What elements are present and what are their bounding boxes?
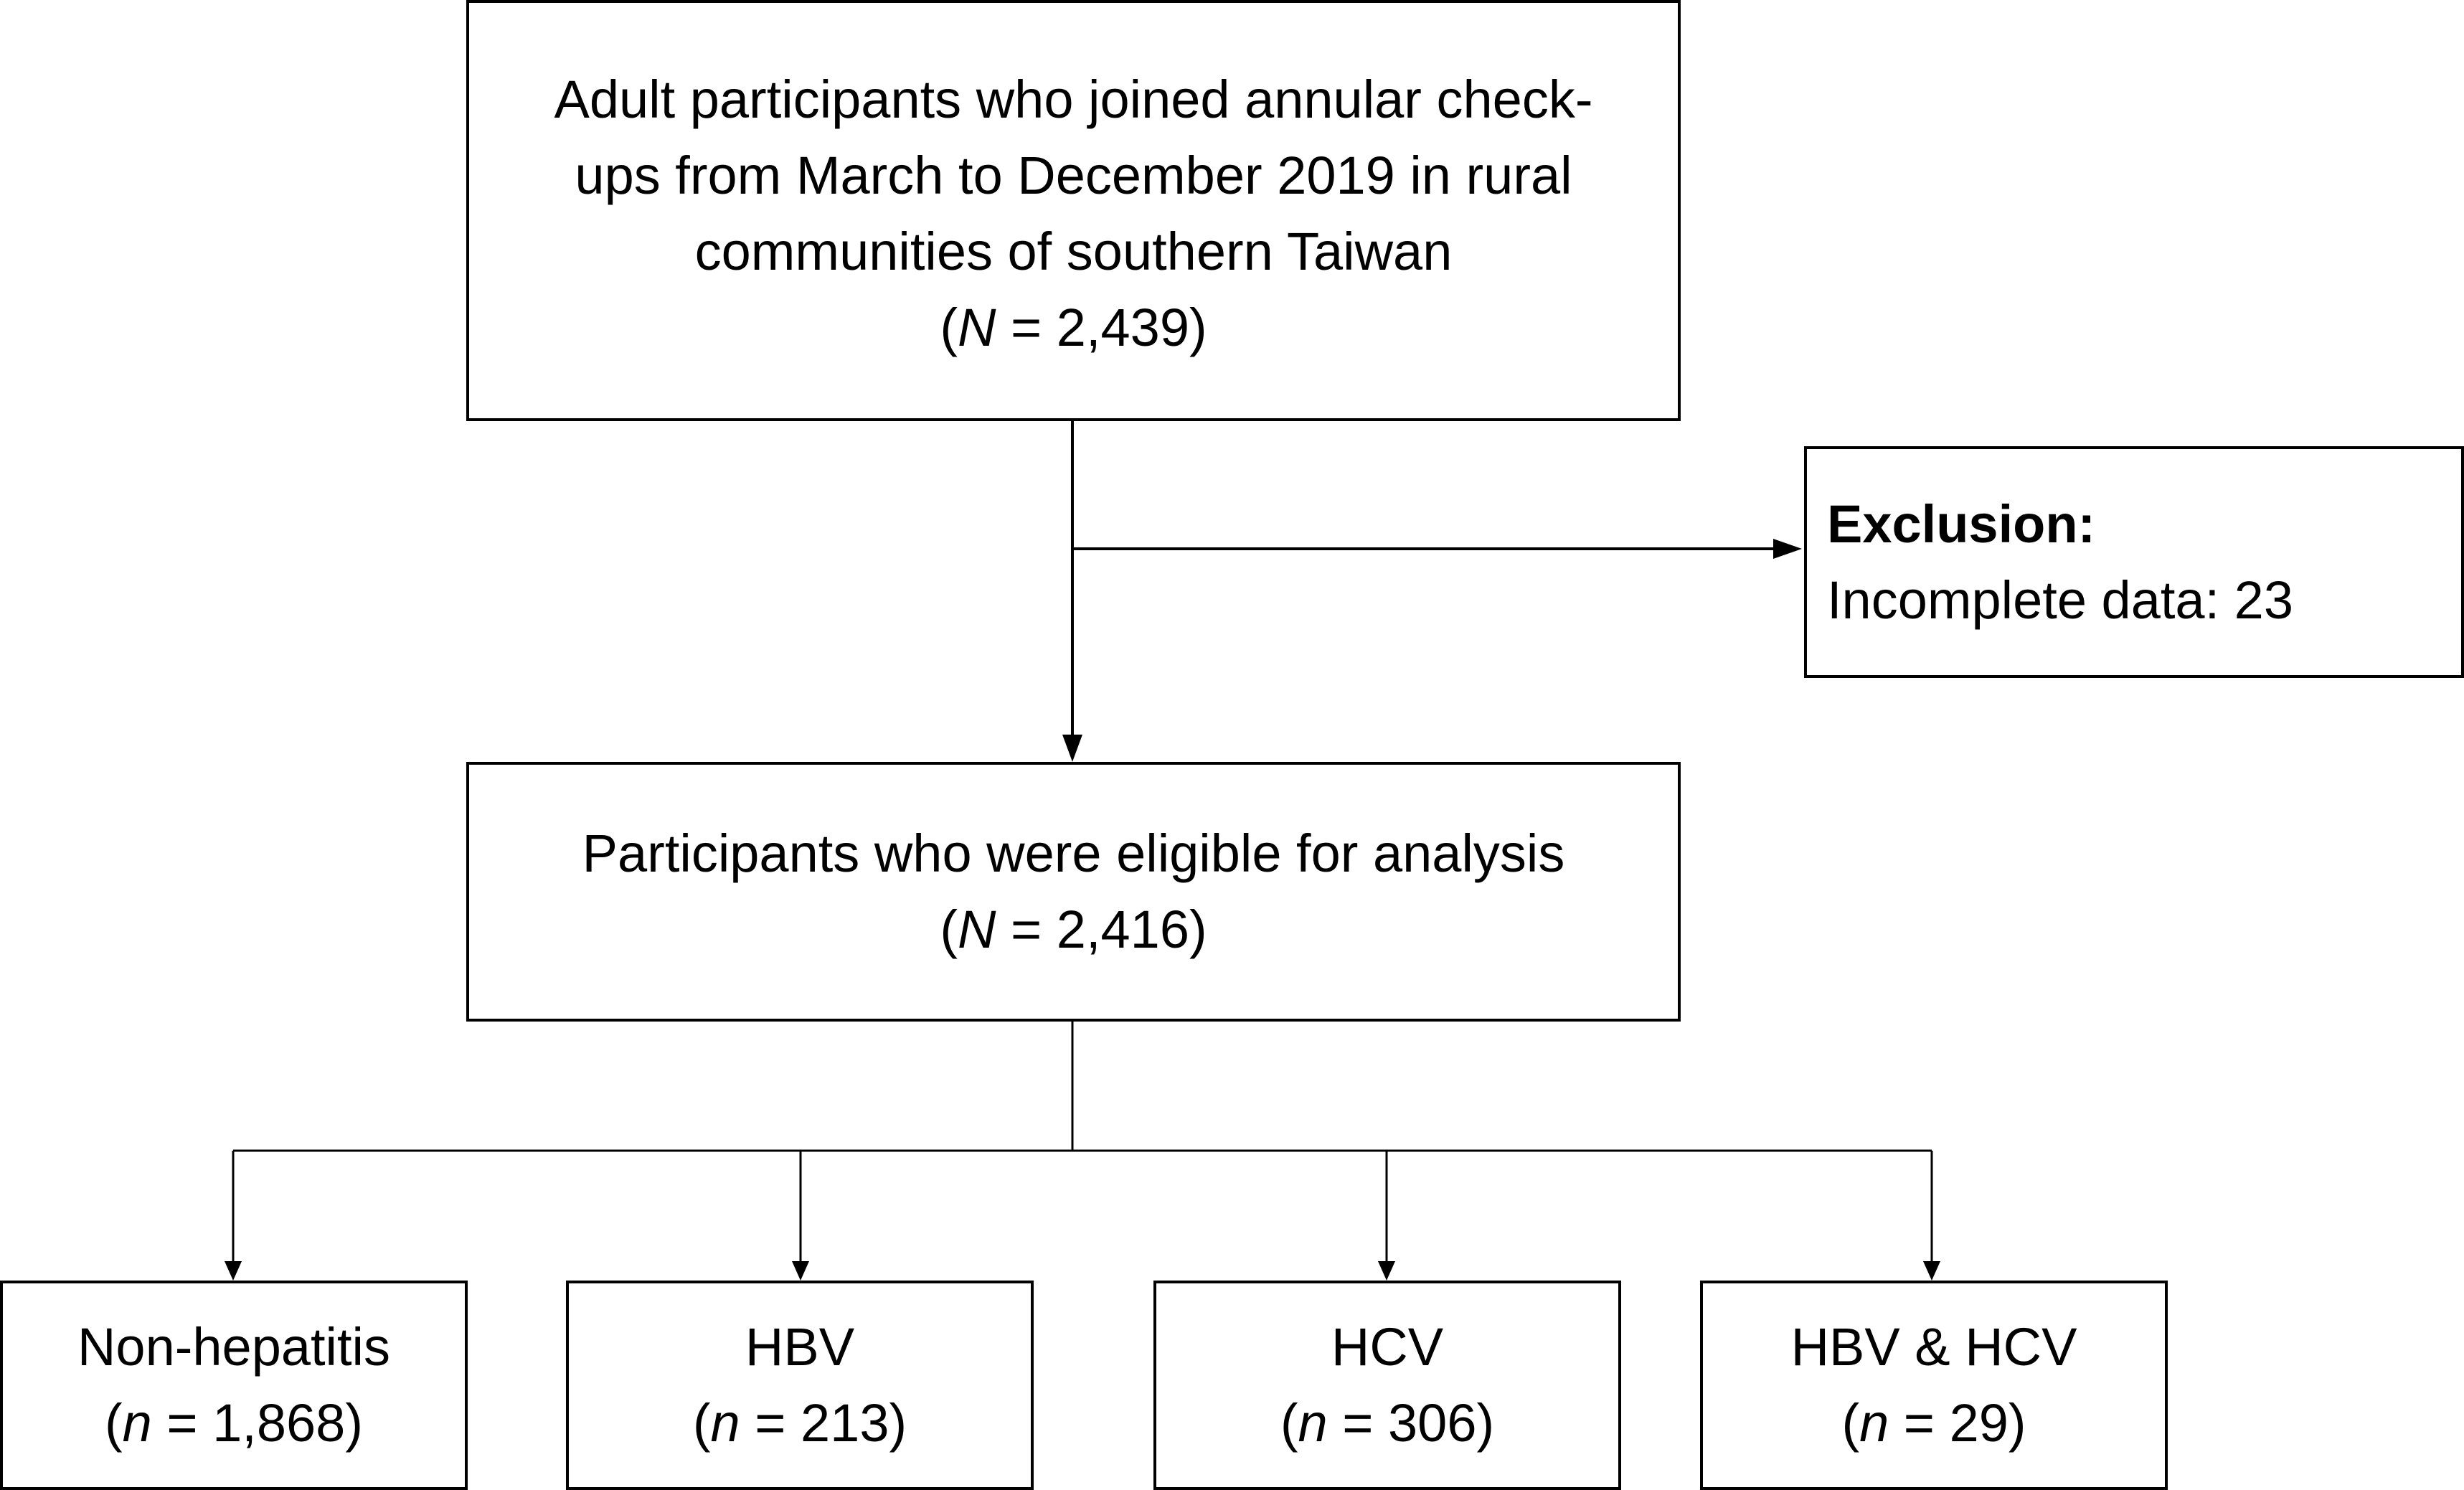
eligible-line: Participants who were eligible for analy… [582,824,1565,883]
arrowhead-hcv [1378,1261,1395,1281]
arrowhead-eligible [1062,735,1082,762]
count-value: = 2,416) [996,900,1207,959]
group-label: HCV [1331,1317,1444,1377]
count-prefix: ( [105,1393,123,1453]
count-prefix: ( [1280,1393,1298,1453]
group-count: (n = 1,868) [105,1385,363,1461]
count-symbol: N [958,900,996,959]
count-value: = 29) [1889,1393,2026,1453]
enrollment-box: Adult participants who joined annular ch… [466,0,1681,421]
group-box-hbv-hcv: HBV & HCV (n = 29) [1700,1281,2168,1490]
enrollment-line-3: communities of southern Taiwan [694,221,1453,281]
arrowhead-non-hepatitis [225,1261,242,1281]
group-count: (n = 306) [1280,1385,1494,1461]
arrowhead-hbv [792,1261,809,1281]
group-box-non-hepatitis: Non-hepatitis (n = 1,868) [0,1281,468,1490]
count-value: = 306) [1327,1393,1495,1453]
count-prefix: ( [1841,1393,1860,1453]
group-label: Non-hepatitis [77,1317,390,1377]
enrollment-line-2: ups from March to December 2019 in rural [575,145,1572,205]
group-box-hbv: HBV (n = 213) [566,1281,1034,1490]
eligible-box: Participants who were eligible for analy… [466,762,1681,1022]
count-value: = 1,868) [151,1393,363,1453]
count-symbol: N [958,297,996,357]
count-symbol: n [710,1393,740,1453]
exclusion-box: Exclusion: Incomplete data: 23 [1804,446,2464,678]
group-count: (n = 29) [1841,1385,2026,1461]
count-symbol: n [1298,1393,1328,1453]
count-prefix: ( [692,1393,711,1453]
count-symbol: n [122,1393,152,1453]
group-count: (n = 213) [693,1385,907,1461]
group-label: HBV & HCV [1790,1317,2077,1377]
arrowhead-exclusion [1773,539,1802,559]
group-label: HBV [745,1317,855,1377]
eligible-count: (N = 2,416) [940,892,1207,968]
arrowhead-hbv-hcv [1923,1261,1940,1281]
count-value: = 2,439) [996,297,1207,357]
exclusion-detail: Incomplete data: 23 [1827,570,2293,630]
count-value: = 213) [740,1393,907,1453]
count-symbol: n [1859,1393,1889,1453]
enrollment-count: (N = 2,439) [940,290,1207,366]
enrollment-line-1: Adult participants who joined annular ch… [554,69,1593,129]
count-prefix: ( [940,297,958,357]
group-box-hcv: HCV (n = 306) [1153,1281,1621,1490]
exclusion-heading: Exclusion: [1827,494,2096,554]
count-prefix: ( [940,900,958,959]
